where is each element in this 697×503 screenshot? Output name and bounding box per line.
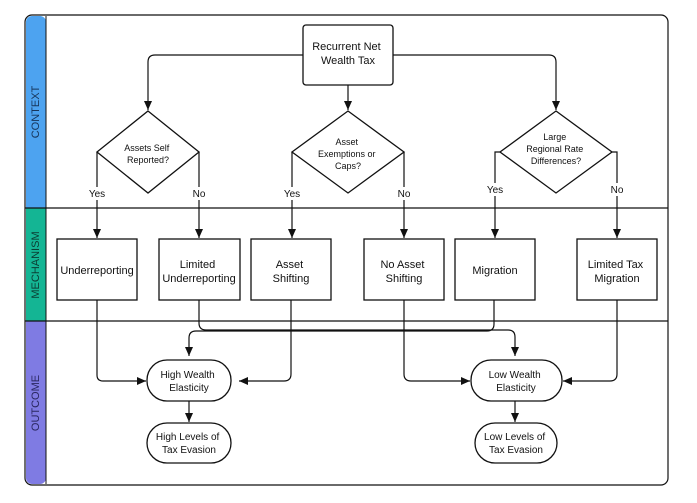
mechanism-limited-underreporting: Limited Underreporting (158, 238, 241, 301)
decision-regional-rate: Large Regional Rate Differences? (498, 110, 614, 194)
edge-label-d2-no: No (398, 189, 411, 200)
mechanism-limited-tax-migration-line-2: Migration (594, 273, 639, 285)
decision-exemptions-line-3: Caps? (335, 161, 361, 171)
mechanism-underreporting: Underreporting (56, 238, 138, 301)
edge-d3-yes (491, 151, 500, 238)
mechanism-asset-shifting-line-2: Shifting (273, 273, 310, 285)
decision-exemptions: Asset Exemptions or Caps? (290, 110, 406, 194)
decision-exemptions-line-2: Exemptions or (318, 149, 376, 159)
outcome-low-tax-evasion-line-1: Low Levels of (484, 432, 545, 443)
mechanism-migration-line-1: Migration (472, 265, 517, 277)
edge-label-d1-no: No (193, 189, 206, 200)
svg-text:Limited Tax Migration: Limited Tax Migration (588, 259, 647, 285)
svg-text:High Wealth Elasticity: High Wealth Elasticity (160, 370, 217, 394)
edge-root-d1 (144, 54, 303, 110)
decision-self-reported-line-1: Assets Self (124, 143, 170, 153)
outcome-high-elasticity: High Wealth Elasticity (146, 359, 232, 402)
root-node-line-1: Recurrent Net (312, 41, 380, 53)
decision-exemptions-line-1: Asset (335, 137, 358, 147)
svg-text:High Levels of Tax Evasi: High Levels of Tax Evasion (156, 432, 222, 456)
mechanism-asset-shifting: Asset Shifting (250, 238, 332, 301)
decision-regional-rate-line-1: Large (543, 132, 566, 142)
mechanism-limited-tax-migration-line-1: Limited Tax (588, 259, 644, 271)
decision-regional-rate-line-2: Regional Rate (526, 144, 583, 154)
mechanism-limited-underreporting-line-2: Underreporting (162, 273, 235, 285)
root-node: Recurrent Net Wealth Tax (302, 24, 394, 86)
outcome-low-tax-evasion-line-2: Tax Evasion (489, 445, 543, 456)
mechanism-limited-tax-migration: Limited Tax Migration (576, 238, 658, 301)
svg-text:Asset Shifting: Asset Shifting (273, 259, 310, 285)
svg-text:Low Wealth Elasticity: Low Wealth Elasticity (489, 370, 544, 394)
lane-bar-outcome (26, 321, 46, 484)
outcome-high-tax-evasion-line-2: Tax Evasion (162, 445, 216, 456)
mechanism-migration: Migration (454, 238, 536, 301)
mechanism-no-asset-shifting-line-1: No Asset (380, 259, 424, 271)
outcome-low-elasticity-line-2: Elasticity (496, 383, 535, 394)
svg-text:Recurrent Net Wealth Tax: Recurrent Net Wealth Tax (312, 41, 384, 67)
outcome-low-elasticity-line-1: Low Wealth (489, 370, 541, 381)
mechanism-underreporting-line-1: Underreporting (60, 265, 133, 277)
connectors (93, 54, 621, 422)
outcome-high-elasticity-line-2: Elasticity (169, 383, 208, 394)
outcome-high-tax-evasion: High Levels of Tax Evasion (146, 422, 232, 464)
decision-self-reported-line-2: Reported? (127, 155, 169, 165)
svg-text:Assets Self Reported?: Assets Self Reported? (124, 143, 172, 165)
edge-m2-o2 (198, 300, 519, 356)
lane-label-context: CONTEXT (30, 85, 42, 138)
outcome-low-tax-evasion: Low Levels of Tax Evasion (474, 422, 558, 464)
edge-m4-o2 (403, 300, 470, 385)
mechanism-asset-shifting-line-1: Asset (276, 259, 304, 271)
edge-d3-no (612, 151, 621, 238)
edge-label-d1-yes: Yes (89, 189, 105, 200)
edge-m1-o1 (96, 300, 146, 385)
edge-label-d3-no: No (611, 185, 624, 196)
outcome-high-elasticity-line-1: High Wealth (160, 370, 214, 381)
decision-regional-rate-line-3: Differences? (531, 156, 581, 166)
svg-text:Underreporting: Underreporting (60, 265, 133, 277)
svg-text:Low Levels of Tax Evasio: Low Levels of Tax Evasion (484, 432, 548, 456)
mechanism-no-asset-shifting: No Asset Shifting (363, 238, 445, 301)
edge-labels: Yes No Yes No Yes No (85, 183, 627, 200)
mechanism-limited-underreporting-line-1: Limited (180, 259, 215, 271)
lane-label-outcome: OUTCOME (30, 375, 42, 431)
lane-bars (26, 16, 47, 484)
edge-label-d2-yes: Yes (284, 189, 300, 200)
svg-text:Migration: Migration (472, 265, 517, 277)
edge-m3-o1 (239, 300, 292, 385)
mechanism-no-asset-shifting-line-2: Shifting (386, 273, 423, 285)
svg-text:Large Regional Rate: Large Regional Rate Differences? (526, 132, 586, 166)
svg-text:No Asset Shifting: No Asset Shifting (380, 259, 427, 285)
svg-text:Limited Underreporting: Limited Underreporting (162, 259, 235, 285)
lane-bar-mechanism (26, 208, 46, 321)
edge-m6-o2 (563, 300, 618, 385)
edge-label-d3-yes: Yes (487, 185, 503, 196)
decision-self-reported: Assets Self Reported? (95, 110, 201, 194)
root-node-line-2: Wealth Tax (321, 55, 376, 67)
outcome-high-tax-evasion-line-1: High Levels of (156, 432, 220, 443)
edge-m5-o1 (185, 300, 495, 356)
lane-bar-context (26, 16, 46, 208)
edge-root-d3 (393, 54, 560, 110)
lane-label-mechanism: MECHANISM (30, 231, 42, 298)
svg-text:Asset Exemptions or: Asset Exemptions or Caps? (318, 137, 378, 171)
outcome-low-elasticity: Low Wealth Elasticity (470, 359, 563, 402)
